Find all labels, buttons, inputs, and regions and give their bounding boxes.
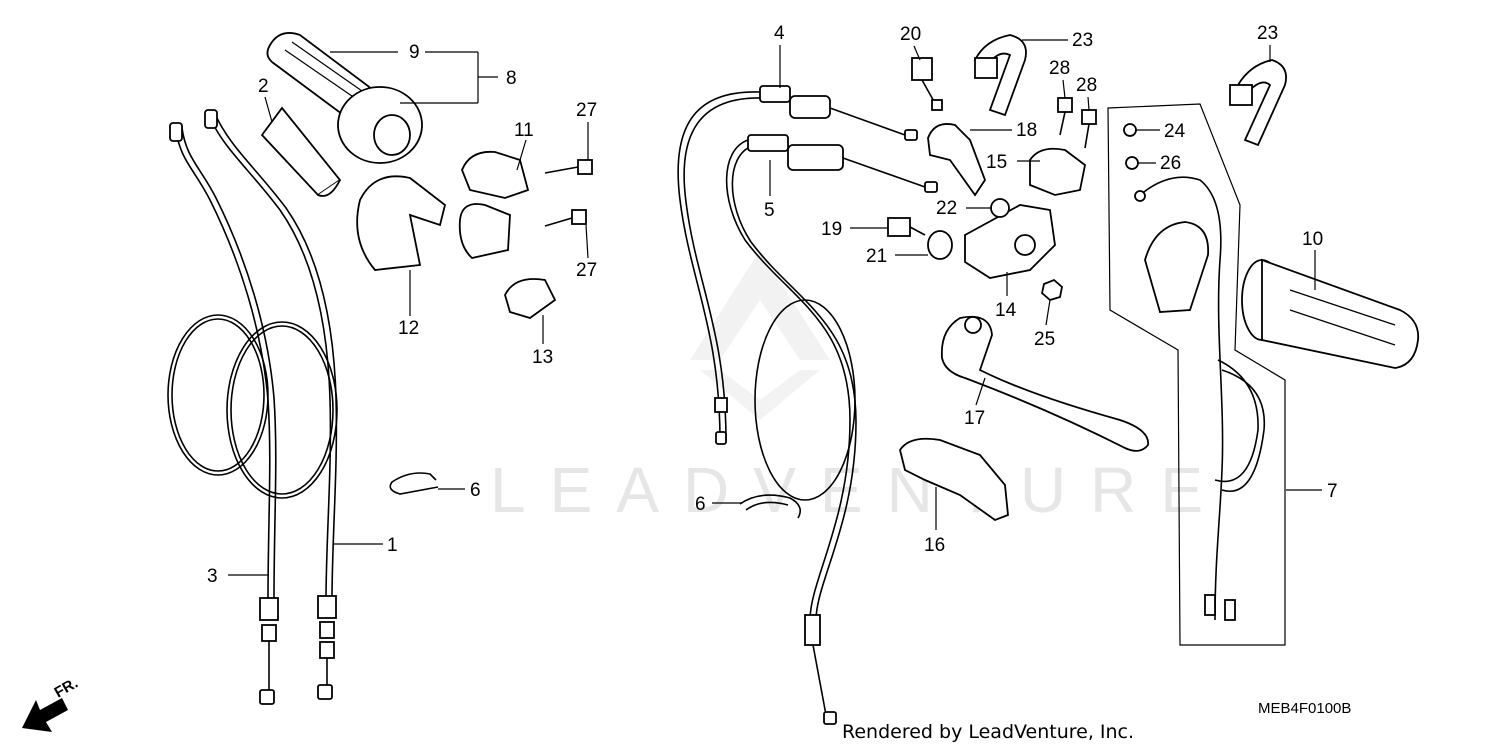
callout-14: 14: [995, 300, 1017, 321]
washer-26: [1125, 156, 1139, 170]
callout-13: 13: [532, 347, 553, 368]
throttle-housing-11: [458, 150, 530, 259]
callout-22: 22: [936, 198, 957, 219]
callout-10: 10: [1302, 229, 1323, 250]
cable-clamp-6-right: [739, 494, 801, 519]
hot-start-lever-18: [927, 123, 987, 197]
screw-24: [1123, 123, 1137, 137]
front-direction-arrow: FR.: [22, 675, 81, 732]
bolts-27: [544, 159, 593, 227]
callout-25: 25: [1034, 329, 1055, 350]
clutch-bracket-14: [964, 204, 1056, 279]
watermark: LEADVENTURE: [490, 454, 1227, 526]
callout-7: 7: [1327, 481, 1338, 502]
throttle-sleeve-2: [260, 106, 342, 197]
front-direction-label: FR.: [52, 675, 81, 702]
clutch-cable-5: [725, 134, 938, 725]
nut-22: [990, 198, 1010, 218]
callout-5: 5: [764, 200, 775, 221]
cable-guide-13: [504, 278, 557, 319]
watermark-logo: [690, 250, 830, 420]
callout-9: 9: [409, 42, 420, 63]
callout-4: 4: [774, 23, 785, 44]
callout-21: 21: [866, 246, 887, 267]
clutch-lever-17: [940, 315, 1149, 452]
callout-2: 2: [258, 76, 269, 97]
callout-labels: 9 8 2 11 27 27 12 13 6 1 3 4 5 6 20 23 2…: [207, 23, 1338, 587]
clamp-15: [1029, 147, 1086, 196]
render-credit: Rendered by LeadVenture, Inc.: [842, 721, 1134, 743]
adjuster-19: [887, 217, 926, 237]
callout-6-right: 6: [695, 494, 706, 515]
cable-clamp-6-left: [389, 472, 439, 495]
throttle-housing-12: [356, 175, 447, 271]
callout-17: 17: [964, 408, 985, 429]
strap-23-right: [1229, 59, 1287, 147]
diagram-code: MEB4F0100B: [1258, 700, 1351, 717]
callout-27-bottom: 27: [576, 260, 597, 281]
strap-23-left: [973, 34, 1027, 117]
callout-18: 18: [1016, 120, 1037, 141]
hot-start-lever-16: [899, 437, 1009, 522]
callout-19: 19: [821, 219, 842, 240]
engine-stop-switch-7: [1107, 103, 1286, 646]
clutch-cable-4: [677, 85, 918, 445]
left-grip-10: [1241, 258, 1420, 369]
callout-1: 1: [387, 535, 398, 556]
callout-16: 16: [924, 535, 945, 556]
callout-23-right: 23: [1257, 23, 1278, 44]
throttle-grip-9: [266, 32, 423, 164]
nut-25: [1041, 278, 1063, 302]
callout-20: 20: [900, 24, 921, 45]
callout-28-left: 28: [1049, 58, 1070, 79]
throttle-cable-3: [167, 122, 279, 705]
callout-24: 24: [1164, 121, 1186, 142]
callout-15: 15: [986, 152, 1007, 173]
leader-lines: [228, 39, 1322, 576]
callout-23-left: 23: [1072, 30, 1093, 51]
callout-3: 3: [207, 566, 218, 587]
callout-26: 26: [1160, 153, 1181, 174]
callout-8: 8: [506, 68, 517, 89]
throttle-cable-1: [204, 109, 338, 700]
callout-27-top: 27: [576, 100, 597, 121]
screws-28: [1057, 97, 1097, 149]
callout-11: 11: [514, 120, 534, 141]
callout-12: 12: [398, 318, 419, 339]
callout-6-left: 6: [470, 480, 481, 501]
callout-28-right: 28: [1076, 75, 1097, 96]
locknut-21: [927, 230, 953, 260]
adjuster-20: [911, 57, 943, 111]
